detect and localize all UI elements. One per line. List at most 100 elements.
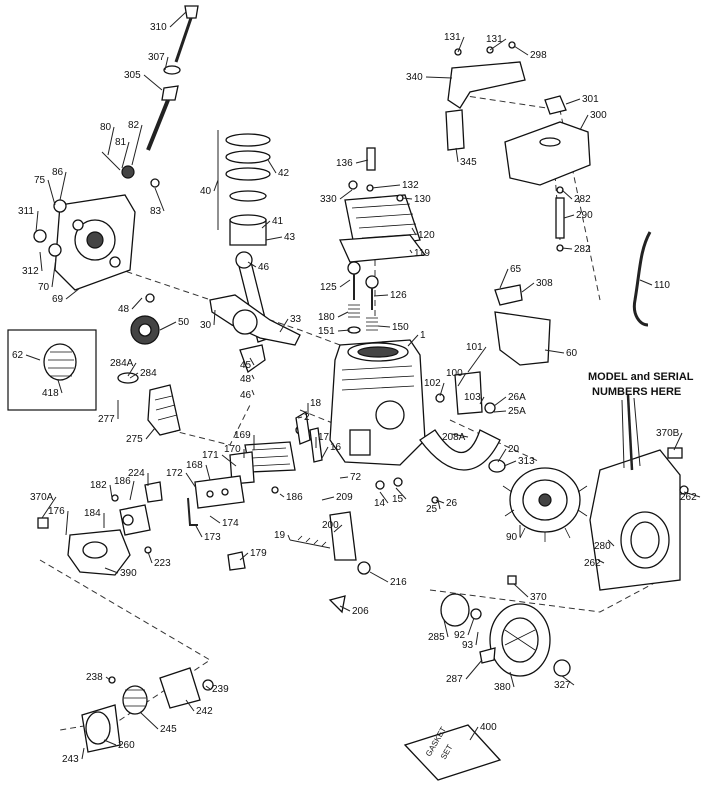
governor-lever (329, 511, 357, 561)
leader-line-125 (339, 279, 351, 288)
head-gasket (339, 234, 427, 263)
part-number-label-174: 174 (222, 518, 239, 529)
rewind-starter (440, 575, 571, 677)
leader-line-126 (373, 294, 389, 297)
part-number-label-184: 184 (84, 508, 101, 519)
leader-line-119 (409, 249, 413, 254)
leader-line-245 (139, 711, 159, 730)
leader-line-290 (563, 214, 575, 219)
leader-line-1 (407, 334, 419, 347)
leader-line-242 (185, 699, 195, 712)
leader-line-19 (287, 534, 291, 541)
part-number-label-223: 223 (154, 558, 171, 569)
leader-line-179 (239, 552, 249, 561)
part-number-label-14: 14 (374, 498, 386, 509)
leader-line-275 (145, 427, 156, 440)
part-number-label-245: 245 (160, 724, 177, 735)
leader-line-243 (81, 747, 85, 760)
leader-line-26 (435, 499, 445, 504)
leader-line-370A (41, 496, 57, 519)
leader-line-308 (521, 282, 535, 293)
part-number-label-275: 275 (126, 434, 143, 445)
part-number-label-277: 277 (98, 414, 115, 425)
part-number-label-206: 206 (352, 606, 369, 617)
leader-line-239 (205, 685, 211, 690)
leader-line-311 (35, 210, 39, 233)
part-number-label-65: 65 (510, 264, 522, 275)
leader-line-284A (127, 362, 137, 377)
carburetor (37, 481, 163, 576)
part-number-label-86: 86 (52, 167, 64, 178)
part-number-label-80: 80 (100, 122, 112, 133)
part-number-label-25A: 25A (508, 406, 526, 417)
crankcase-cover (33, 151, 160, 291)
blower-housing (589, 394, 689, 591)
leader-line-72 (339, 476, 349, 479)
fuel-tank (504, 121, 591, 186)
leader-line-172 (185, 472, 197, 489)
part-number-label-46b: 46 (240, 390, 252, 401)
leader-line-48a (131, 297, 143, 310)
part-number-label-62: 62 (12, 350, 24, 361)
part-number-label-284A: 284A (110, 358, 134, 369)
part-number-label-186b: 186 (114, 476, 131, 487)
leader-line-285 (443, 619, 449, 638)
leader-line-82 (131, 124, 143, 166)
part-number-label-25: 25 (426, 504, 438, 515)
piston-assembly (217, 130, 271, 246)
model-serial-note: MODEL and SERIAL NUMBERS HERE (588, 371, 694, 398)
part-number-label-400: 400 (480, 722, 497, 733)
leader-line-131b (489, 38, 507, 51)
part-number-label-284: 284 (140, 368, 157, 379)
leader-line-301 (565, 98, 581, 105)
leader-line-86 (59, 171, 67, 201)
heat-shield (445, 109, 465, 151)
part-labels: 3103073058081828386753113127069404241434… (12, 22, 697, 765)
model-note-line2: NUMBERS HERE (592, 386, 681, 398)
part-number-label-200: 200 (322, 520, 339, 531)
part-number-label-170: 170 (224, 444, 241, 455)
leader-line-390 (104, 567, 119, 574)
gasket-set-book: GASKET SET (403, 724, 502, 781)
leader-line-25 (437, 499, 441, 510)
part-number-label-45: 45 (240, 360, 252, 371)
part-number-label-172: 172 (166, 468, 183, 479)
brake-band (419, 429, 501, 471)
part-number-label-370: 370 (530, 592, 547, 603)
leader-line-262a (683, 491, 701, 498)
leader-line-120 (411, 227, 417, 236)
part-number-label-311: 311 (18, 206, 34, 217)
leader-line-93 (475, 631, 479, 646)
leader-line-69 (65, 287, 81, 300)
fuel-line (555, 197, 565, 239)
part-number-label-370B: 370B (656, 428, 680, 439)
part-number-label-30: 30 (200, 320, 212, 331)
part-number-label-75: 75 (34, 175, 46, 186)
leader-line-327 (561, 675, 575, 686)
leader-line-238 (105, 676, 111, 681)
part-number-label-209: 209 (336, 492, 353, 503)
leader-line-15 (395, 487, 407, 500)
part-number-label-238: 238 (86, 672, 103, 683)
part-number-label-300: 300 (590, 110, 607, 121)
part-number-label-136: 136 (336, 158, 353, 169)
leader-line-180 (337, 311, 349, 318)
leader-line-173 (195, 525, 203, 538)
spark-plug-lead (632, 231, 652, 327)
leader-line-370B (673, 432, 683, 451)
leader-line-101 (467, 346, 487, 373)
leader-line-26A (493, 396, 507, 407)
leader-line-345 (455, 147, 459, 163)
leader-line-171 (221, 454, 237, 467)
leader-line-41 (261, 220, 271, 229)
leader-line-262b (597, 559, 605, 564)
leader-line-307 (164, 56, 169, 71)
leader-line-200 (333, 524, 343, 533)
part-number-label-305: 305 (124, 70, 141, 81)
leader-line-223 (147, 551, 153, 564)
part-number-label-243: 243 (62, 754, 79, 765)
part-number-label-102: 102 (424, 378, 441, 389)
intake-assembly (187, 441, 296, 526)
part-number-label-208A: 208A (442, 432, 466, 443)
tank-bracket (447, 61, 526, 109)
